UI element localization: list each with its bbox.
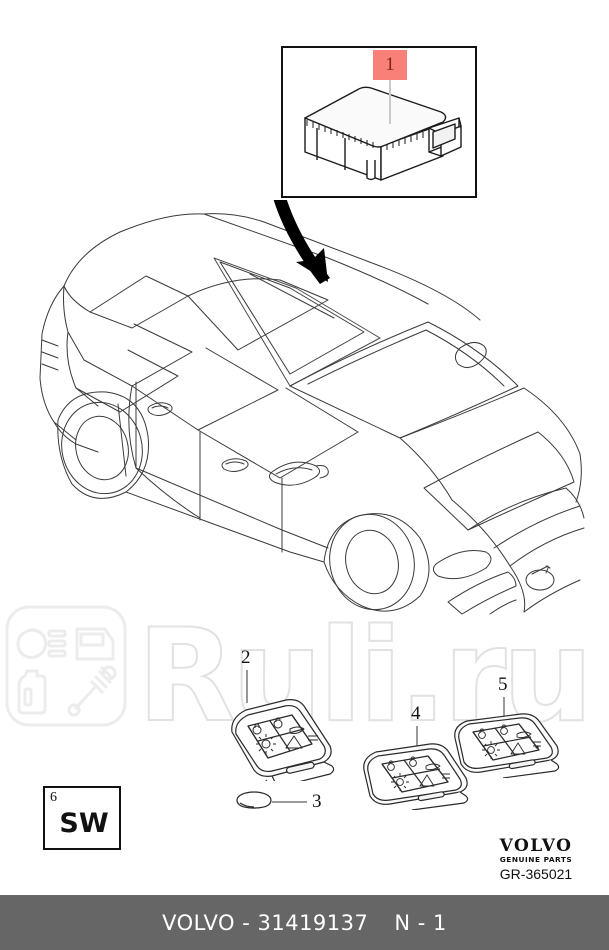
diagram-sheet: Ruli.ru [5, 46, 595, 882]
callout-label-5: 5 [498, 674, 508, 695]
callout-4-leader-line [416, 726, 418, 758]
callout-1-leader-line [389, 80, 391, 124]
callout-label-3: 3 [312, 791, 322, 812]
remote-key-fob-2 [212, 696, 337, 781]
shock-absorber-icon [73, 683, 99, 711]
drawing-reference-number: GR-365021 [499, 866, 573, 882]
software-label: SW [59, 808, 109, 839]
software-box-6: 6 SW [43, 786, 121, 850]
volvo-wordmark: VOLVO [499, 836, 573, 856]
footer-part-title: VOLVO - 31419137 [162, 910, 369, 935]
callout-badge-1: 1 [373, 50, 407, 80]
oil-bottle-icon [17, 669, 47, 715]
callout-3-leader-line [272, 801, 307, 803]
genuine-parts-subtitle: GENUINE PARTS [499, 856, 573, 864]
callout-5-leader-line [503, 697, 505, 729]
footer-bar: VOLVO - 31419137 N - 1 [0, 895, 609, 950]
remote-key-fob-4 [356, 742, 472, 810]
battery-cell-3 [234, 789, 276, 817]
callout-label-4: 4 [411, 703, 421, 724]
callout-label-2: 2 [241, 647, 251, 668]
remote-key-fob-5 [449, 712, 565, 778]
callout-2-leader-line [246, 670, 248, 703]
volvo-genuine-parts-logo: VOLVO GENUINE PARTS [486, 838, 586, 866]
footer-page-number: N - 1 [394, 910, 447, 935]
callout-label-6: 6 [50, 790, 57, 805]
volvo-xc60-line-drawing [28, 200, 588, 650]
